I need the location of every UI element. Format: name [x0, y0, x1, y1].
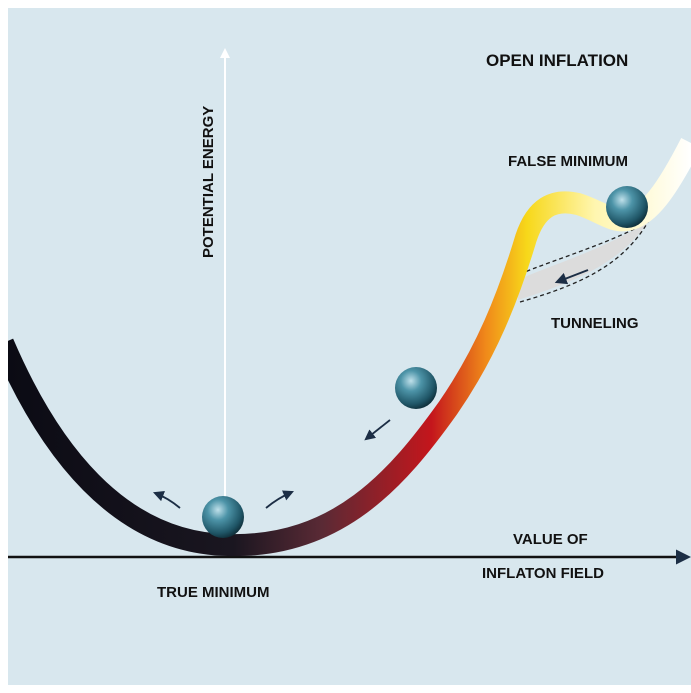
ball-false-minimum	[606, 186, 648, 228]
tunneling-label: TUNNELING	[551, 315, 639, 332]
ball-true-minimum	[202, 496, 244, 538]
oscillation-arrow-right	[265, 490, 294, 509]
x-axis-label-line2: INFLATON FIELD	[482, 565, 604, 582]
ball-rolling	[395, 367, 437, 409]
diagram-panel: OPEN INFLATION POTENTIAL ENERGY FALSE MI…	[8, 8, 691, 685]
rolling-arrow	[364, 419, 391, 441]
open-inflation-diagram: OPEN INFLATION POTENTIAL ENERGY FALSE MI…	[8, 48, 691, 601]
tunneling-arrow	[554, 269, 589, 285]
y-axis-label: POTENTIAL ENERGY	[200, 106, 217, 258]
tunneling-band	[518, 222, 648, 300]
tunneling-dashed-bottom	[519, 221, 649, 303]
true-minimum-label: TRUE MINIMUM	[157, 584, 270, 601]
potential-curve	[8, 137, 691, 557]
oscillation-arrow-left	[152, 491, 181, 509]
diagram-title: OPEN INFLATION	[486, 51, 628, 70]
x-axis-label-line1: VALUE OF	[513, 531, 588, 548]
false-minimum-label: FALSE MINIMUM	[508, 153, 628, 170]
